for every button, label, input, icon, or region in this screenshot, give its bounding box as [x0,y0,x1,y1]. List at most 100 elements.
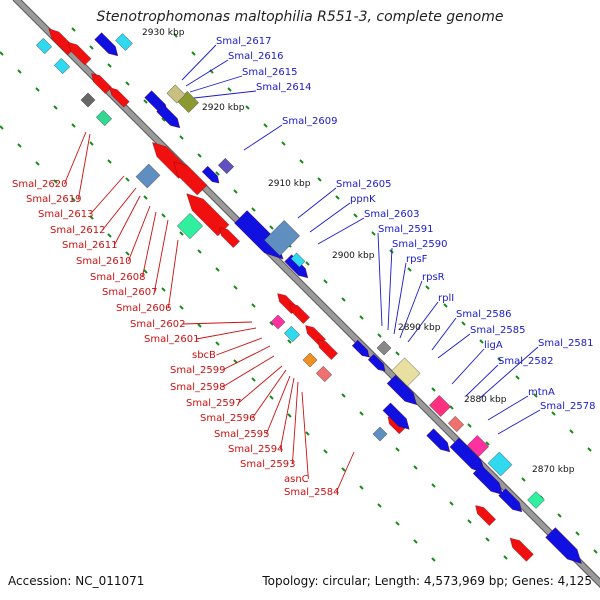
scale-label: 2870 kbp [532,465,575,475]
reverse-gene-arrow [109,87,130,108]
tick-mark [71,27,76,32]
reverse-gene-label: Smal_2601 [144,334,199,345]
tick-mark [281,141,286,146]
gene-block [283,325,301,343]
reverse-gene-label: Smal_2607 [102,287,157,298]
tick-mark [305,261,310,266]
map-title: Stenotrophomonas maltophilia R551-3, com… [96,9,504,25]
tick-mark [53,105,58,110]
tick-mark [341,393,346,398]
tick-mark [407,267,412,272]
leader-line [335,451,355,493]
leader-line [317,217,365,245]
reverse-gene-arrow [219,227,240,248]
leader-line [431,317,457,351]
tick-mark [461,321,466,326]
tick-mark [431,387,436,392]
scale-label: 2900 kbp [332,251,375,261]
gene-block [447,415,465,433]
tick-mark [197,323,202,328]
tick-mark [323,449,328,454]
tick-mark [233,285,238,290]
gene-block [217,157,235,175]
gene-features [35,28,582,564]
leader-line [252,369,287,419]
leader-line [265,375,291,435]
tick-mark [179,231,184,236]
reverse-gene-label: Smal_2598 [170,382,225,393]
reverse-gene-label: Smal_2613 [38,209,93,220]
reverse-gene-label: Smal_2619 [26,194,81,205]
gene-block [487,451,513,477]
forward-gene-arrow [498,488,523,513]
tick-mark [191,51,196,56]
tick-mark [215,341,220,346]
forward-gene-arrow [201,165,220,184]
tick-mark [551,411,556,416]
leader-line [279,377,295,450]
tick-mark [287,339,292,344]
leader-line [181,44,217,81]
gene-block [270,314,286,330]
gene-block [95,109,113,127]
tick-mark [269,395,274,400]
reverse-gene-label: Smal_2620 [12,179,67,190]
leader-line [301,391,309,480]
tick-mark [443,303,448,308]
tick-mark [377,333,382,338]
tick-mark [371,231,376,236]
tick-mark [299,159,304,164]
reverse-gene-label: Smal_2599 [170,365,225,376]
reverse-gene-label: Smal_2584 [284,487,339,498]
tick-mark [233,189,238,194]
forward-gene-arrow [472,464,503,495]
leader-line [497,409,541,435]
reverse-gene-arrow [317,339,338,360]
tick-mark [227,87,232,92]
tick-mark [485,537,490,542]
tick-mark [431,557,436,562]
forward-gene-label: Smal_2616 [228,51,283,62]
scale-label: 2920 kbp [202,103,245,113]
reverse-gene-label: Smal_2608 [90,272,145,283]
tick-mark [467,519,472,524]
tick-mark [557,513,562,518]
forward-gene-label: Smal_2615 [242,67,297,78]
genome-summary: Topology: circular; Length: 4,573,969 bp… [262,574,592,588]
tick-mark [485,441,490,446]
leader-line [182,321,253,325]
tick-mark [593,549,598,554]
reverse-gene-arrow [475,505,496,526]
tick-mark [503,555,508,560]
leader-line [90,175,125,215]
forward-gene-label: ligA [484,340,503,351]
leader-line [451,348,485,385]
tick-mark [215,267,220,272]
tick-mark [533,393,538,398]
tick-mark [395,521,400,526]
accession-label: Accession: NC_011071 [8,574,145,588]
tick-mark [425,285,430,290]
scale-label: 2890 kbp [398,323,441,333]
leader-line [387,247,393,331]
forward-gene-label: Smal_2581 [538,338,593,349]
tick-mark [341,297,346,302]
reverse-gene-label: Smal_2611 [62,240,117,251]
reverse-gene-label: Smal_2610 [76,256,131,267]
tick-mark [395,447,400,452]
leader-line [487,395,529,421]
forward-gene-label: rpsF [406,254,428,265]
reverse-gene-label: Smal_2606 [116,303,171,314]
tick-mark [521,477,526,482]
tick-mark [0,125,4,130]
leader-line [189,75,243,93]
gene-block [115,33,133,51]
leader-line [377,232,383,327]
tick-mark [305,431,310,436]
tick-mark [17,69,22,74]
gene-block [315,365,333,383]
leader-line [222,355,275,388]
tick-mark [161,213,166,218]
